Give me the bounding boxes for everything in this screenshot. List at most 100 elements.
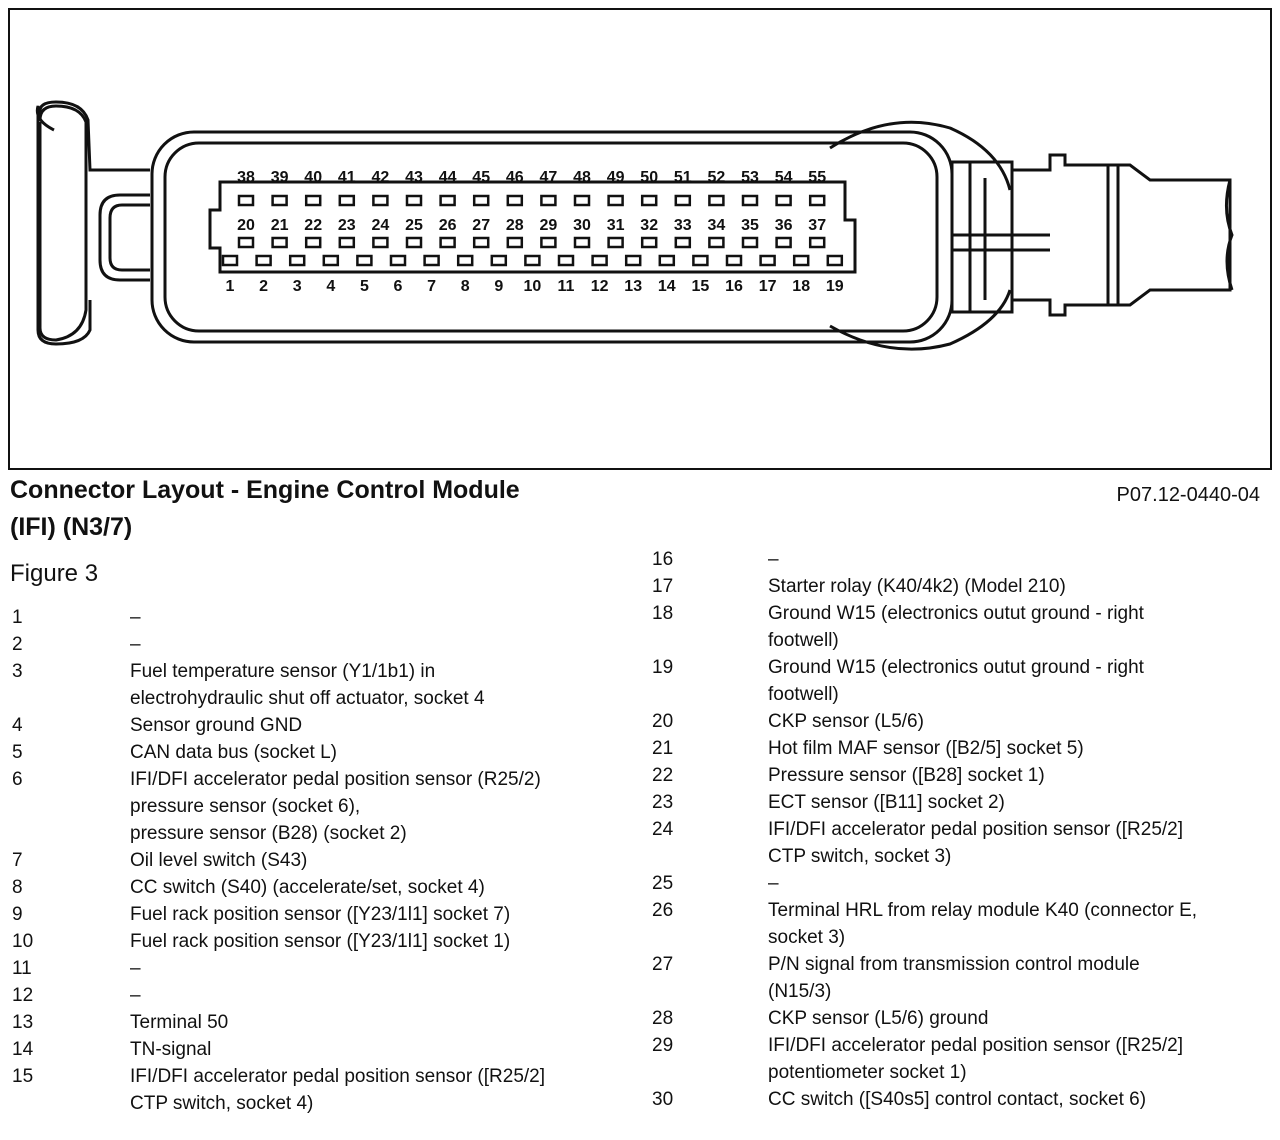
pin-description: CKP sensor (L5/6) bbox=[768, 711, 924, 732]
pin-label: 22 bbox=[304, 217, 322, 234]
pin-description: CC switch (S40) (accelerate/set, socket … bbox=[130, 877, 485, 898]
pin-label: 40 bbox=[304, 169, 322, 186]
pin-label: 37 bbox=[808, 217, 826, 234]
pin-label: 49 bbox=[607, 169, 625, 186]
pin-list-item: 12– bbox=[0, 982, 630, 1009]
pin-label: 25 bbox=[405, 217, 423, 234]
pin-socket bbox=[472, 236, 490, 249]
pin-number: 10 bbox=[12, 931, 34, 952]
pin-description: IFI/DFI accelerator pedal position senso… bbox=[130, 1066, 546, 1114]
pin-socket bbox=[524, 254, 541, 267]
pin-number: 23 bbox=[652, 792, 674, 813]
pin-socket bbox=[792, 254, 810, 267]
pin-label: 8 bbox=[461, 278, 470, 295]
pin-number: 26 bbox=[652, 900, 674, 921]
pin-socket bbox=[557, 254, 575, 267]
pin-number: 4 bbox=[12, 715, 23, 736]
pin-description: – bbox=[130, 607, 141, 628]
pin-label: 46 bbox=[506, 169, 524, 186]
pin-label: 47 bbox=[540, 169, 558, 186]
pin-socket bbox=[540, 236, 557, 249]
pin-socket bbox=[826, 254, 844, 267]
pin-label: 43 bbox=[405, 169, 423, 186]
pin-label: 28 bbox=[506, 217, 524, 234]
pin-socket bbox=[237, 194, 255, 207]
pin-socket bbox=[271, 236, 288, 249]
pin-socket bbox=[304, 194, 322, 207]
figure-label: Figure 3 bbox=[10, 560, 99, 587]
pin-label: 24 bbox=[372, 217, 390, 234]
pin-label: 54 bbox=[775, 169, 793, 186]
pin-number: 25 bbox=[652, 873, 674, 894]
pin-description: ECT sensor ([B11] socket 2) bbox=[768, 792, 1005, 813]
pin-label: 31 bbox=[607, 217, 625, 234]
pin-socket bbox=[439, 194, 456, 207]
pin-description: Ground W15 (electronics outut ground - r… bbox=[768, 603, 1144, 651]
pin-number: 13 bbox=[12, 1012, 34, 1033]
pin-number: 19 bbox=[652, 657, 674, 678]
pin-label: 12 bbox=[591, 278, 609, 295]
pin-number: 29 bbox=[652, 1035, 674, 1056]
cable-boot bbox=[1012, 153, 1232, 317]
pin-socket bbox=[322, 254, 340, 267]
pin-label: 17 bbox=[759, 278, 777, 295]
pin-label: 23 bbox=[338, 217, 356, 234]
pin-description: – bbox=[768, 549, 779, 570]
pin-number: 20 bbox=[652, 711, 674, 732]
pin-number: 2 bbox=[12, 634, 23, 655]
pin-label: 20 bbox=[237, 217, 255, 234]
pin-socket bbox=[624, 254, 642, 267]
pin-label: 44 bbox=[439, 169, 457, 186]
pin-socket bbox=[304, 236, 322, 249]
pin-socket bbox=[338, 194, 356, 207]
pin-label: 18 bbox=[792, 278, 810, 295]
figure-code: P07.12-0440-04 bbox=[1116, 484, 1260, 506]
pin-label: 16 bbox=[725, 278, 743, 295]
pin-number: 3 bbox=[12, 661, 23, 682]
pin-socket bbox=[607, 236, 624, 249]
pin-socket bbox=[271, 194, 288, 207]
pin-label: 14 bbox=[658, 278, 676, 295]
pin-description: Terminal 50 bbox=[130, 1012, 229, 1033]
pin-label: 15 bbox=[692, 278, 710, 295]
pin-socket bbox=[725, 254, 743, 267]
pin-socket bbox=[540, 194, 557, 207]
pin-socket bbox=[692, 254, 709, 267]
pin-socket bbox=[775, 236, 792, 249]
pin-socket bbox=[338, 236, 356, 249]
pin-description: – bbox=[768, 873, 779, 894]
pin-number: 8 bbox=[12, 877, 23, 898]
pin-socket bbox=[389, 254, 407, 267]
pin-label: 3 bbox=[293, 278, 302, 295]
pin-socket bbox=[674, 236, 692, 249]
pin-label: 6 bbox=[394, 278, 403, 295]
pin-socket bbox=[506, 194, 524, 207]
pin-socket bbox=[255, 254, 272, 267]
pin-label: 7 bbox=[427, 278, 436, 295]
pin-label: 32 bbox=[640, 217, 658, 234]
pin-description: CKP sensor (L5/6) ground bbox=[768, 1008, 989, 1029]
pin-list-item: 1– bbox=[0, 604, 630, 631]
pin-list-item: 13 Terminal 50 bbox=[0, 1009, 630, 1036]
pin-label: 52 bbox=[708, 169, 726, 186]
pin-number: 7 bbox=[12, 850, 23, 871]
pin-description: TN-signal bbox=[130, 1039, 212, 1060]
pin-socket bbox=[741, 236, 759, 249]
pin-description: IFI/DFI accelerator pedal position senso… bbox=[768, 819, 1184, 867]
pin-label: 53 bbox=[741, 169, 759, 186]
pin-socket bbox=[372, 194, 389, 207]
